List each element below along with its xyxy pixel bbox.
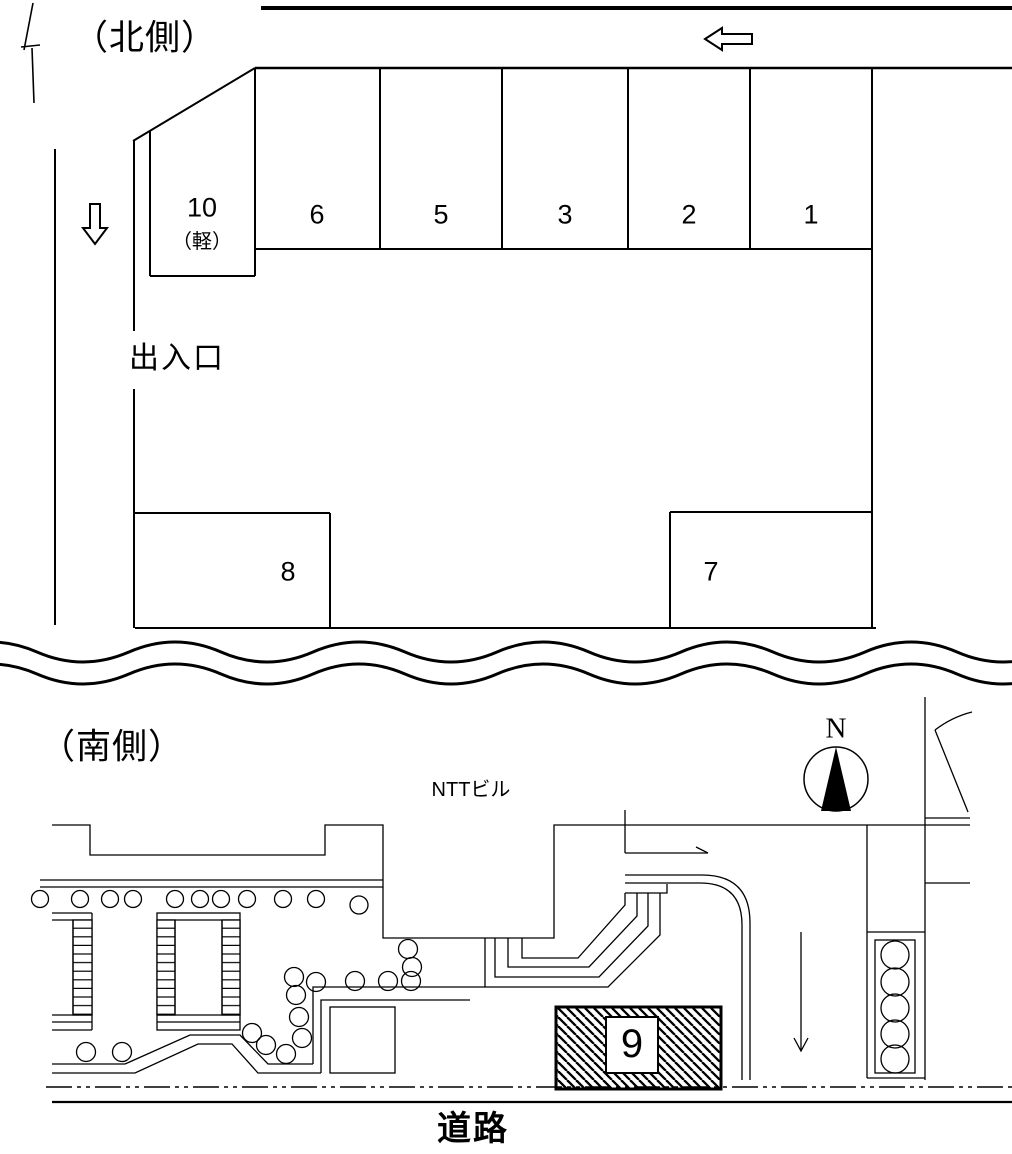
space-label-3: 3: [557, 199, 573, 230]
left-arrow-icon: [703, 26, 753, 52]
space-9-box: [554, 1005, 723, 1091]
utility-pole-icon: [20, 2, 41, 104]
space-label-6: 6: [309, 199, 325, 230]
space-8-box: [135, 512, 331, 628]
compass-icon: [803, 746, 869, 812]
curb-lines: [52, 1034, 321, 1074]
entrance-label: 出入口: [129, 342, 225, 375]
right-edge-structures: [924, 697, 973, 1080]
road-label: 道路: [437, 1110, 509, 1148]
compass-north-label: N: [825, 712, 847, 745]
space-label-5: 5: [433, 199, 449, 230]
south-plan: [30, 697, 1012, 1104]
planting-strip-box: [866, 825, 925, 1079]
down-arrow-icon: [81, 203, 109, 246]
left-building: [52, 912, 93, 1031]
space-label-10: 10: [186, 192, 218, 223]
space-label-10-sub: （軽）: [172, 231, 232, 253]
space-label-2: 2: [681, 199, 697, 230]
south-boundary-and-building: [52, 824, 970, 939]
north-section-title: （北側）: [72, 18, 218, 58]
north-plan: [20, 2, 1012, 629]
down-line-arrow-icon: [793, 932, 809, 1053]
space-label-8: 8: [280, 556, 296, 587]
lot-outline: [54, 141, 876, 629]
hedge-circles-row: [30, 889, 369, 915]
space-label-1: 1: [803, 199, 819, 230]
planter-square: [329, 1006, 396, 1074]
ntt-building-label: NTTビル: [431, 779, 511, 801]
right-line-arrow-icon: [625, 846, 709, 854]
scattered-tree-circles: [75, 938, 423, 1065]
space-7-box: [669, 511, 872, 628]
right-building: [156, 912, 241, 1031]
parking-row-lines: [132, 66, 1012, 628]
walkway-channels: [312, 893, 661, 1073]
space-label-9: 9: [620, 1022, 644, 1066]
south-section-title: （南側）: [39, 727, 185, 767]
break-line-divider: [0, 640, 1012, 686]
space-label-7: 7: [703, 556, 719, 587]
space-10-box: [149, 131, 255, 277]
